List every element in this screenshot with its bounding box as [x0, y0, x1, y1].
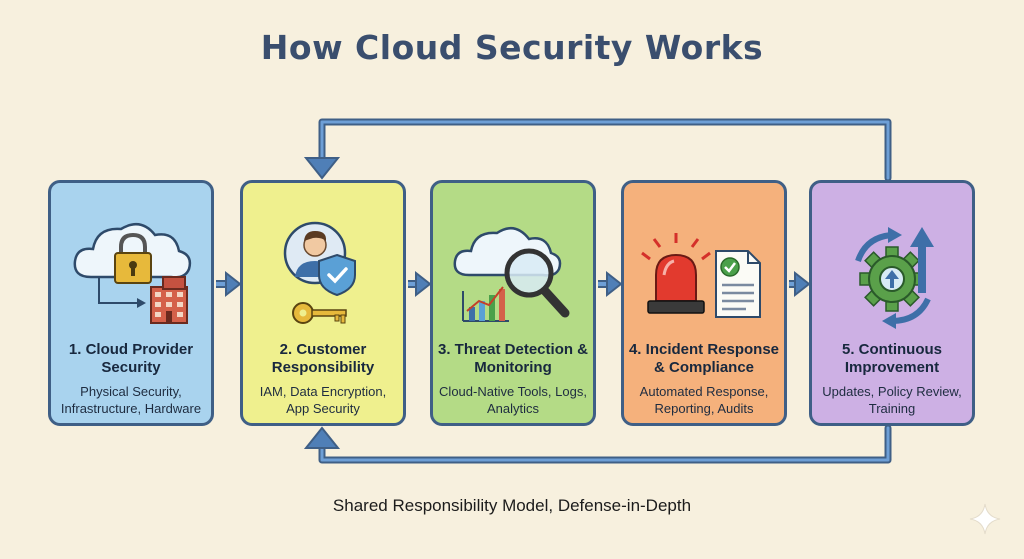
- alarm-document-icon: [641, 233, 761, 318]
- forward-arrows: [216, 270, 811, 298]
- step-description: Automated Response, Reporting, Audits: [639, 384, 769, 416]
- step-card-customer-responsibility: 2. Customer Responsibility IAM, Data Enc…: [240, 180, 406, 426]
- arrowhead-bottom-loop: [303, 426, 341, 449]
- feedback-loop-top: [318, 118, 892, 182]
- step-description: Cloud-Native Tools, Logs, Analytics: [439, 384, 587, 416]
- step-description: Physical Security, Infrastructure, Hardw…: [60, 384, 202, 416]
- step-card-continuous-improvement: 5. Continuous Improvement Updates, Polic…: [809, 180, 975, 426]
- step-name: 3. Threat Detection & Monitoring: [437, 341, 589, 376]
- arrowhead-top-loop: [303, 157, 341, 180]
- feedback-loop-bottom: [318, 424, 892, 464]
- step-name: 5. Continuous Improvement: [842, 341, 942, 376]
- step-name: 1. Cloud Provider Security: [68, 341, 194, 376]
- step-card-incident-response: 4. Incident Response & Compliance Automa…: [621, 180, 787, 426]
- step-name: 4. Incident Response & Compliance: [628, 341, 780, 376]
- step-name: 2. Customer Responsibility: [271, 341, 375, 376]
- arrow-2-3: [408, 270, 432, 298]
- gear-cycle-arrow-icon: [855, 227, 934, 329]
- arrow-1-2: [216, 270, 242, 298]
- step-description: Updates, Policy Review, Training: [822, 384, 962, 416]
- arrow-3-4: [598, 270, 623, 298]
- diagram-title: How Cloud Security Works: [260, 28, 764, 67]
- step-card-cloud-provider: 1. Cloud Provider Security Physical Secu…: [48, 180, 214, 426]
- arrow-4-5: [789, 270, 811, 298]
- footer-caption: Shared Responsibility Model, Defense-in-…: [332, 496, 692, 515]
- cloud-lock-building-icon: [73, 222, 192, 324]
- step-card-threat-detection: 3. Threat Detection & Monitoring Cloud-N…: [430, 180, 596, 426]
- step-description: IAM, Data Encryption, App Security: [259, 384, 387, 416]
- user-shield-key-icon: [283, 221, 356, 324]
- sparkle-icon: [969, 503, 1001, 535]
- cloud-magnifier-chart-icon: [453, 226, 570, 322]
